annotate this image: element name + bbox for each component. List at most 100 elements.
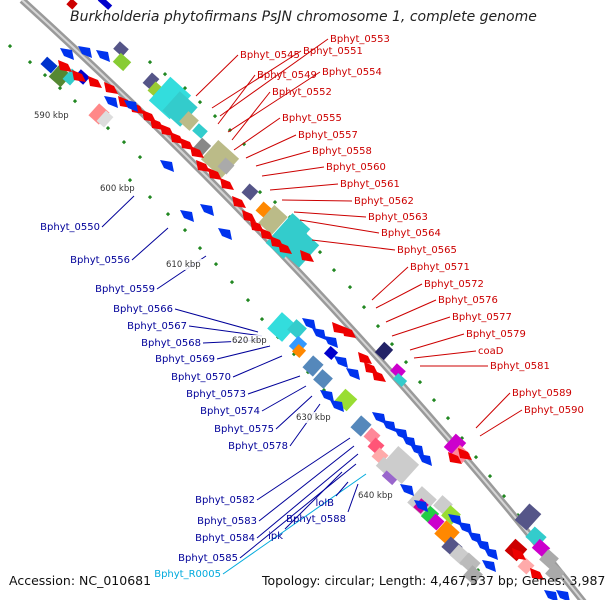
gene-feature: [192, 123, 208, 139]
forward-arrow: [530, 568, 544, 580]
gene-label: Bphyt_0552: [272, 87, 332, 98]
reverse-arrow: [200, 204, 214, 216]
gene-label: Bphyt_0581: [490, 361, 550, 372]
reverse-arrow: [556, 590, 570, 600]
leader-line: [409, 333, 465, 351]
kbp-label: 640 kbp: [358, 491, 393, 501]
gene-label: Bphyt_0578: [228, 441, 288, 452]
gene-label: Bphyt_0568: [141, 338, 201, 349]
leader-line: [293, 211, 367, 218]
gene-label: ipk: [268, 531, 283, 542]
leader-line: [391, 316, 451, 337]
gene-feature: [148, 76, 192, 120]
tick-mark: [272, 200, 278, 205]
gene-feature: [313, 369, 333, 389]
tick-mark: [317, 250, 323, 255]
forward-arrow: [372, 370, 386, 382]
reverse-arrow: [458, 522, 472, 534]
tick-mark: [42, 73, 48, 78]
reverse-arrow: [484, 548, 498, 560]
leader-line: [195, 54, 239, 97]
reverse-arrow: [60, 48, 74, 60]
gene-label: Bphyt_0566: [113, 304, 173, 315]
tick-mark: [147, 60, 153, 65]
leader-line: [101, 195, 135, 228]
leader-line: [284, 471, 343, 530]
gene-feature: [179, 111, 199, 131]
tick-mark: [7, 44, 13, 49]
gene-feature: [381, 466, 401, 486]
forward-arrow: [72, 70, 86, 82]
forward-arrow: [196, 160, 210, 172]
tick-mark: [229, 279, 235, 285]
leader-line: [188, 325, 263, 337]
leader-line: [299, 219, 380, 234]
tick-mark: [257, 190, 263, 195]
gene-feature: [162, 91, 198, 127]
gene-label: Bphyt_0576: [438, 295, 498, 306]
reverse-arrow: [346, 368, 360, 380]
gene-label: Bphyt_0554: [322, 67, 382, 78]
gene-label: Bphyt_0564: [381, 228, 441, 239]
gene-label: lolB: [315, 498, 334, 509]
leader-line: [245, 134, 297, 159]
reverse-arrow: [482, 560, 496, 572]
tick-mark: [259, 317, 265, 322]
topology-label: Topology: circular; Length: 4,467,537 bp…: [262, 573, 605, 588]
gene-feature: [427, 513, 445, 531]
leader-line: [216, 345, 271, 360]
forward-arrow: [88, 76, 102, 88]
forward-arrow: [358, 352, 372, 364]
gene-feature: [40, 56, 58, 74]
gene-feature: [463, 565, 483, 585]
gene-feature: [392, 373, 408, 387]
gene-label: Bphyt_0555: [282, 113, 342, 124]
tick-mark: [212, 114, 218, 119]
reverse-arrow: [180, 210, 194, 222]
forward-arrow: [332, 322, 346, 334]
gene-label: Bphyt_0573: [186, 389, 246, 400]
tick-mark: [417, 380, 423, 385]
kbp-label: 600 kbp: [100, 184, 135, 194]
kbp-label: 590 kbp: [34, 111, 69, 121]
gene-label: Bphyt_0549: [257, 70, 317, 81]
gene-label: Bphyt_0556: [70, 255, 130, 266]
forward-arrow: [242, 210, 256, 222]
kbp-label: 630 kbp: [296, 413, 331, 423]
tick-mark: [347, 285, 353, 290]
gene-label: Bphyt_0567: [127, 321, 187, 332]
gene-label: Bphyt_0585: [178, 553, 238, 564]
forward-arrow: [278, 242, 292, 254]
leader-line: [219, 38, 329, 117]
gene-label: Bphyt_0557: [298, 130, 358, 141]
gene-feature: [514, 503, 542, 531]
gene-label: Bphyt_0561: [340, 179, 400, 190]
gene-label: Bphyt_0572: [424, 279, 484, 290]
leader-line: [311, 239, 396, 251]
kbp-label: 610 kbp: [166, 260, 201, 270]
map-title: Burkholderia phytofirmans PsJN chromosom…: [70, 9, 537, 25]
tick-mark: [147, 195, 153, 200]
forward-arrow: [190, 146, 204, 158]
kbp-label-bg: [357, 490, 395, 501]
tick-mark: [487, 474, 493, 479]
leader-line: [232, 355, 283, 378]
gene-label: Bphyt_0579: [466, 329, 526, 340]
leader-line: [275, 395, 313, 430]
gene-label: Bphyt_0577: [452, 312, 512, 323]
tick-mark: [72, 99, 78, 104]
leader-line: [174, 308, 259, 333]
gene-feature: [443, 433, 467, 457]
gene-feature: [267, 312, 297, 342]
reverse-arrow: [382, 420, 396, 432]
tick-mark: [431, 398, 437, 403]
gene-feature: [112, 52, 132, 72]
reverse-arrow: [312, 328, 326, 340]
tick-mark: [127, 178, 133, 183]
leader-line: [239, 463, 357, 559]
leader-line: [475, 392, 511, 429]
leader-line: [233, 117, 281, 151]
forward-arrow: [342, 326, 356, 338]
